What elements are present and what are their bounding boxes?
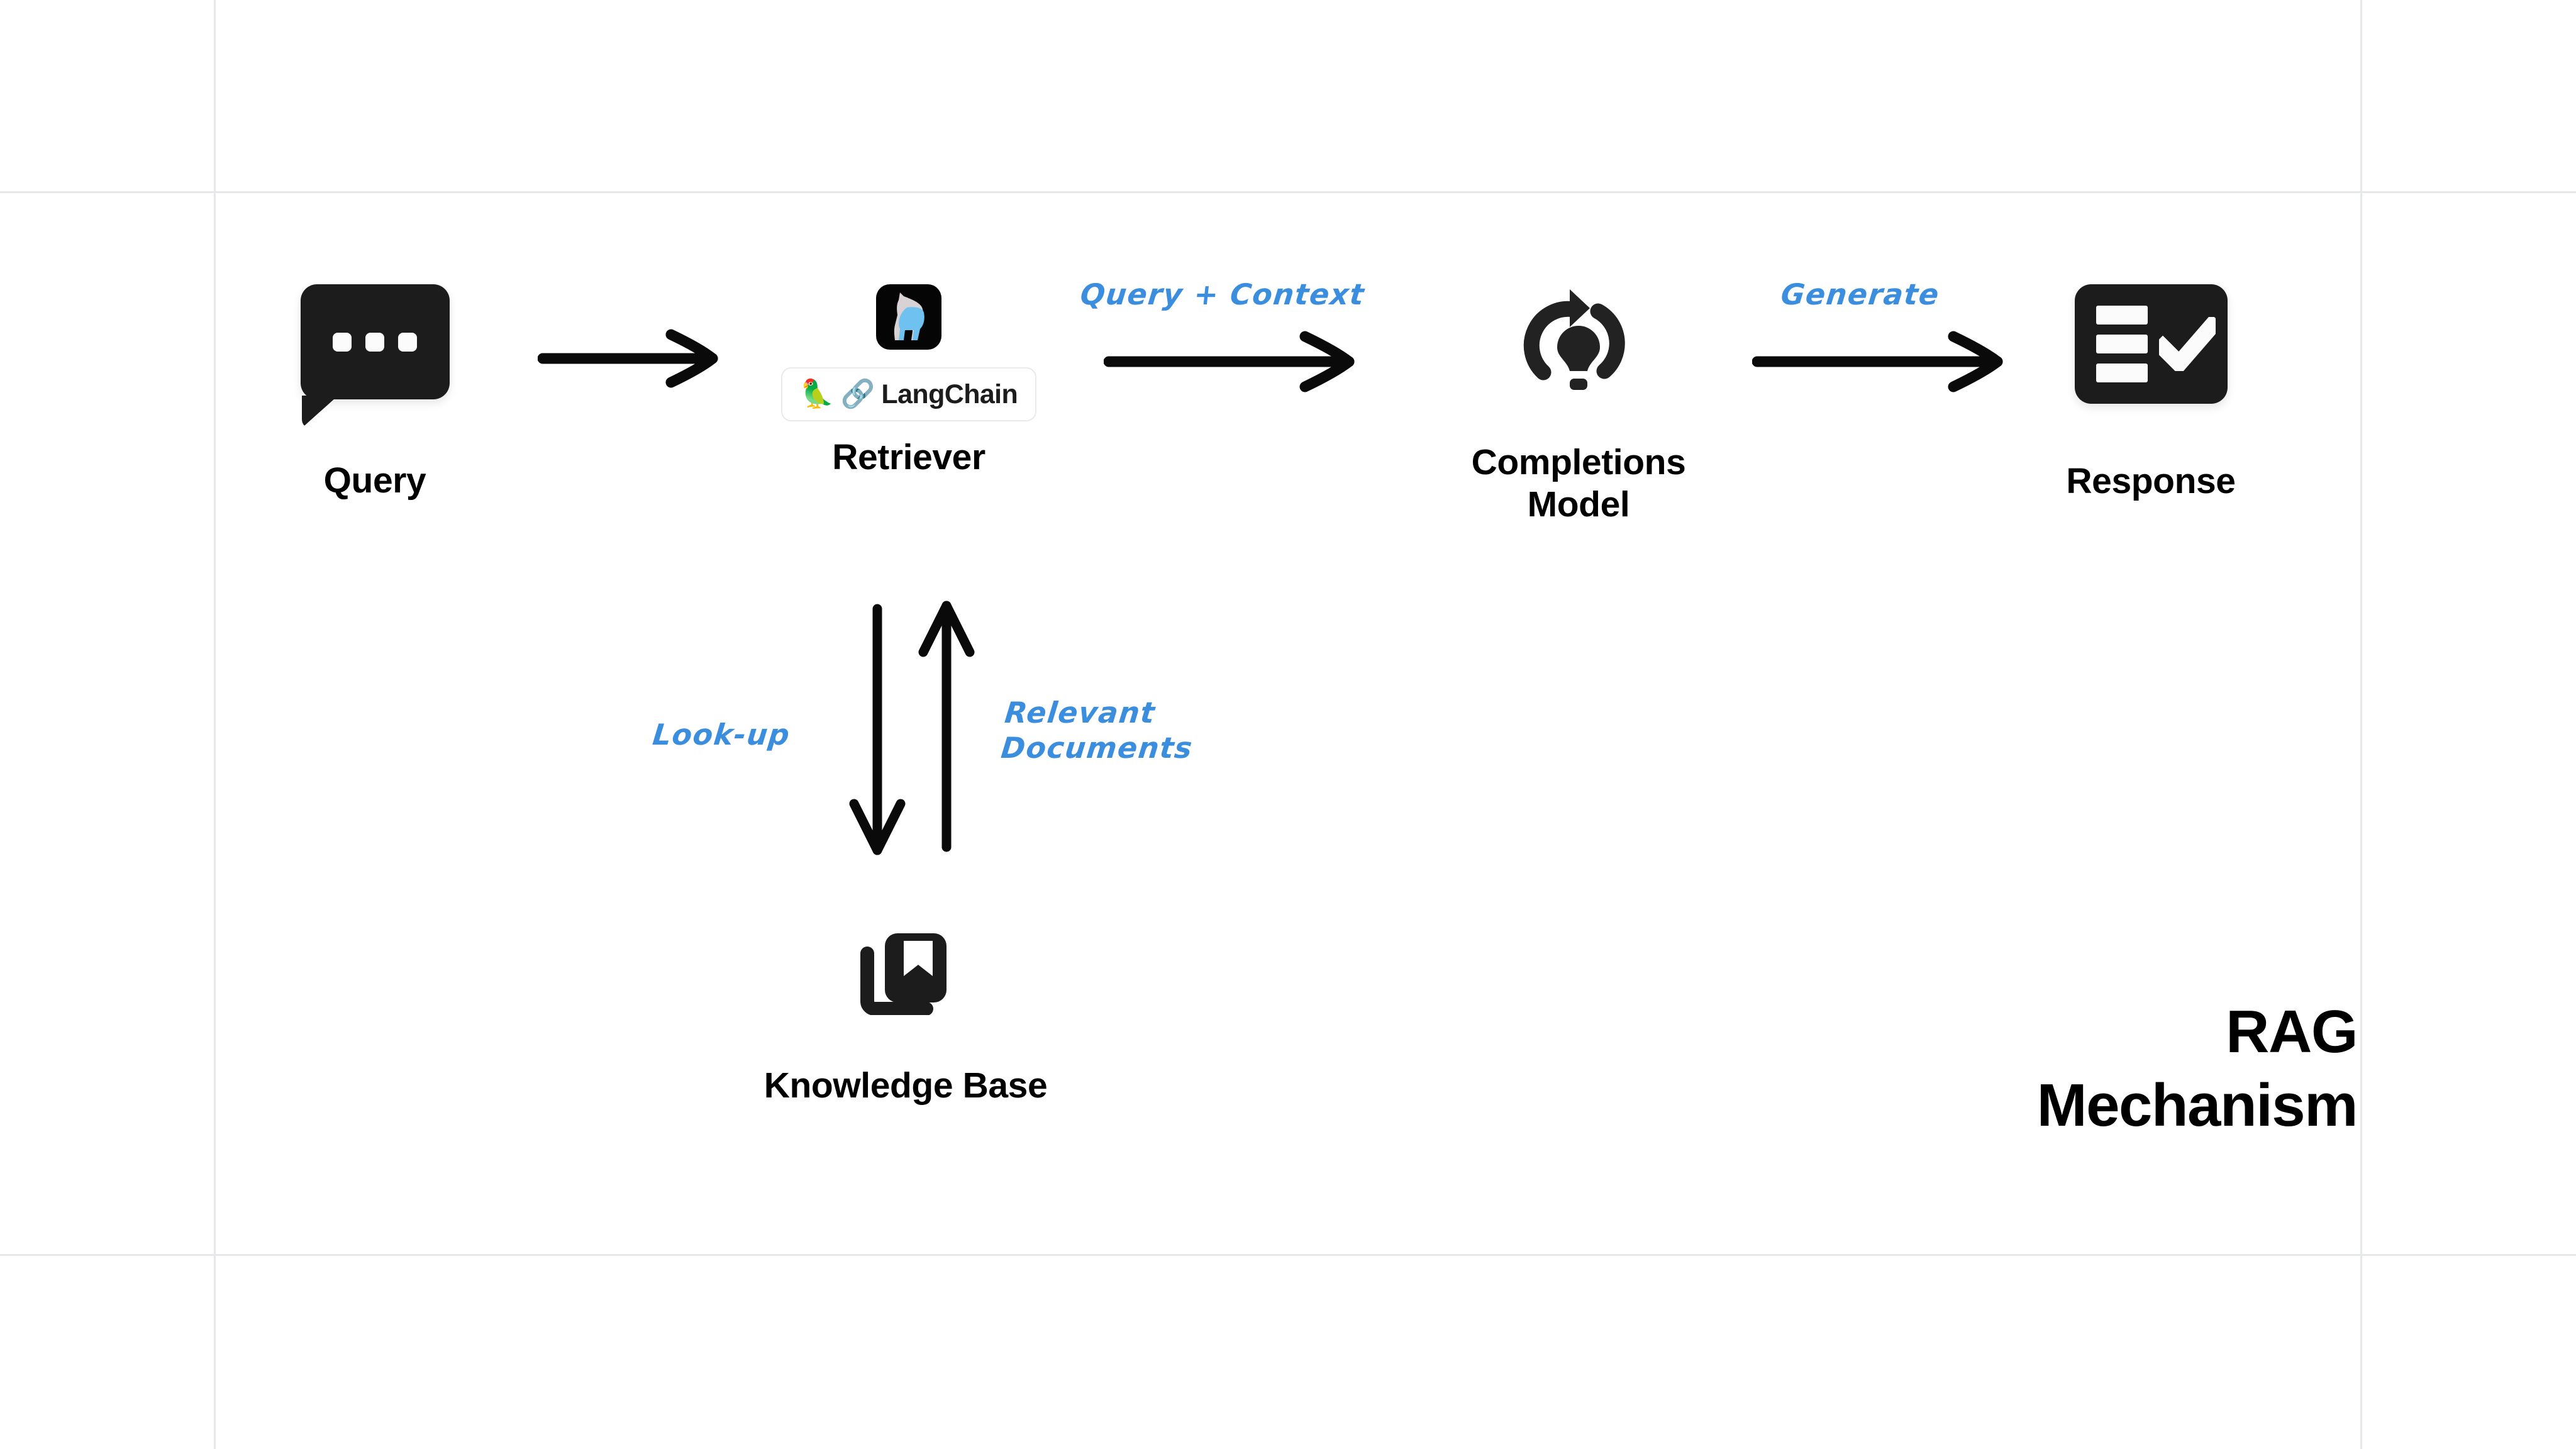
- parrot-icon: 🦜: [799, 379, 835, 409]
- node-response-label: Response: [2066, 461, 2236, 501]
- node-knowledge-base[interactable]: Knowledge Base: [748, 931, 1063, 1107]
- grid-line-horizontal-top: [0, 191, 2576, 193]
- lightbulb-refresh-icon: [1516, 277, 1641, 409]
- edge-label-generate: Generate: [1779, 277, 1941, 311]
- langchain-badge[interactable]: 🦜 🔗 LangChain: [780, 367, 1037, 421]
- node-completions-model[interactable]: Completions Model: [1440, 277, 1717, 526]
- page-title-line-2: Mechanism: [2036, 1072, 2358, 1140]
- chat-dot: [333, 332, 352, 352]
- node-knowledge-base-label: Knowledge Base: [763, 1065, 1048, 1106]
- node-query[interactable]: Query: [293, 284, 457, 502]
- edge-label-relevant-documents: Relevant Documents: [999, 696, 1195, 765]
- chain-link-icon: 🔗: [840, 379, 875, 409]
- chat-bubble-icon: [300, 284, 450, 399]
- langchain-label: LangChain: [881, 379, 1018, 409]
- arrow-retriever-to-knowledge: [849, 604, 906, 855]
- checklist-bar: [2096, 306, 2148, 325]
- checklist-bar: [2096, 335, 2148, 353]
- node-completions-model-label: Completions Model: [1471, 442, 1686, 525]
- node-response[interactable]: Response: [2057, 284, 2245, 502]
- page-title-line-1: RAG: [2226, 998, 2358, 1065]
- edge-label-look-up: Look-up: [651, 718, 792, 752]
- grid-line-horizontal-bottom: [0, 1254, 2576, 1256]
- check-mark-icon: [2158, 317, 2216, 371]
- chat-dot: [398, 332, 417, 352]
- node-query-label: Query: [323, 460, 426, 501]
- page-title: RAG Mechanism: [2036, 995, 2358, 1142]
- node-retriever-label: Retriever: [832, 437, 985, 477]
- arrow-knowledge-to-retriever: [918, 601, 975, 852]
- checklist-bar: [2096, 364, 2148, 382]
- book-bookmark-icon: [860, 931, 952, 1018]
- arrow-completions-to-response: [1752, 331, 2003, 392]
- llama-icon: [876, 284, 941, 350]
- checklist-icon: [2074, 284, 2228, 404]
- node-retriever[interactable]: 🦜 🔗 LangChain Retriever: [780, 284, 1037, 479]
- arrow-query-to-retriever: [538, 329, 718, 388]
- chat-dot: [365, 332, 384, 352]
- edge-label-query-plus-context: Query + Context: [1079, 277, 1367, 311]
- arrow-retriever-to-completions: [1104, 331, 1355, 392]
- grid-line-vertical-left: [214, 0, 216, 1449]
- grid-line-vertical-right: [2360, 0, 2362, 1449]
